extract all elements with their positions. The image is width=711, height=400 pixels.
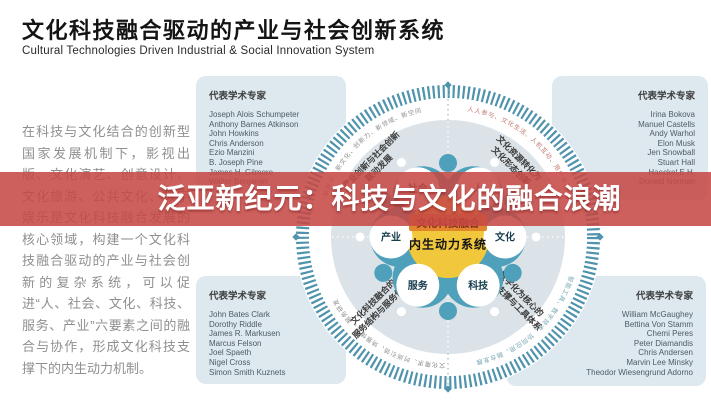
expert-name: Irina Bokova [650,110,695,119]
node-industry [369,215,413,259]
expert-panel-heading: 代表学术专家 [635,291,693,302]
expert-name: Chemi Peres [646,329,693,339]
expert-name: Anthony Barnes Atkinson [209,119,299,129]
expert-name: Peter Diamandis [633,338,693,348]
satellite-dots [355,157,541,317]
diamond-marker-north [444,81,452,89]
diamond-marker-south [444,385,452,393]
node-industry-label: 产业 [381,231,401,244]
expert-name: Bettina Von Stamm [624,319,693,329]
expert-name: Chris Andersen [638,348,693,358]
node-service [396,263,440,307]
expert-name: John Bates Clark [209,310,270,319]
overlay-headline: 泛亚新纪元：科技与文化的融合浪潮 [157,183,622,214]
hatched-outer-ring [296,85,600,389]
center-system-label: 内生动力系统 [409,237,487,252]
intro-paragraph: 在科技与文化结合的创新型国家发展机制下，影视出版、文化演艺、创意设计、文化旅游、… [22,124,190,376]
expert-name: Joel Spaeth [209,348,252,358]
expert-name: William McGaughey [621,310,693,319]
fusion-system-diagram: 新经济、新文化、创新力、新领域、新空间 人人参与、文化生活、人机互动、用户体验 … [292,81,604,393]
expert-name: Chris Anderson [209,138,264,148]
diamond-marker-west [292,233,300,241]
expert-name: Dorothy Riddle [209,319,262,329]
expert-panel-heading: 代表学术专家 [209,291,267,302]
expert-name: B. Joseph Pine [209,157,263,167]
node-technology [456,263,500,307]
expert-name: Andy Warhol [649,129,696,139]
expert-name: Manuel Castells [638,119,695,129]
page-title: 文化科技融合驱动的产业与社会创新系统 [22,18,446,43]
expert-panel-heading: 代表学术专家 [209,91,267,102]
expert-panel-heading: 代表学术专家 [637,91,695,102]
expert-name: James R. Markusen [209,329,281,339]
expert-name: Joseph Alois Schumpeter [209,110,300,119]
expert-name: Ezio Manzini [209,148,255,158]
expert-name: Elon Musk [657,138,695,148]
node-culture [483,215,527,259]
expert-name: Jen Snowball [647,148,695,158]
red-overlay-banner: 泛亚新纪元：科技与文化的融合浪潮 [0,172,711,226]
expert-name: Stuart Hall [657,157,695,167]
node-culture-label: 文化 [495,231,515,244]
expert-name: Theodor Wiesengrund Adorno [586,367,693,377]
expert-name: Nigel Cross [209,357,251,367]
page-subtitle: Cultural Technologies Driven Industrial … [22,45,375,57]
expert-name: Marvin Lee Minsky [626,357,693,367]
node-technology-label: 科技 [468,279,489,292]
node-service-label: 服务 [408,279,429,292]
expert-name: Marcus Felson [209,338,262,348]
expert-name: Simon Smith Kuznets [209,367,286,377]
expert-name: John Howkins [209,129,259,139]
